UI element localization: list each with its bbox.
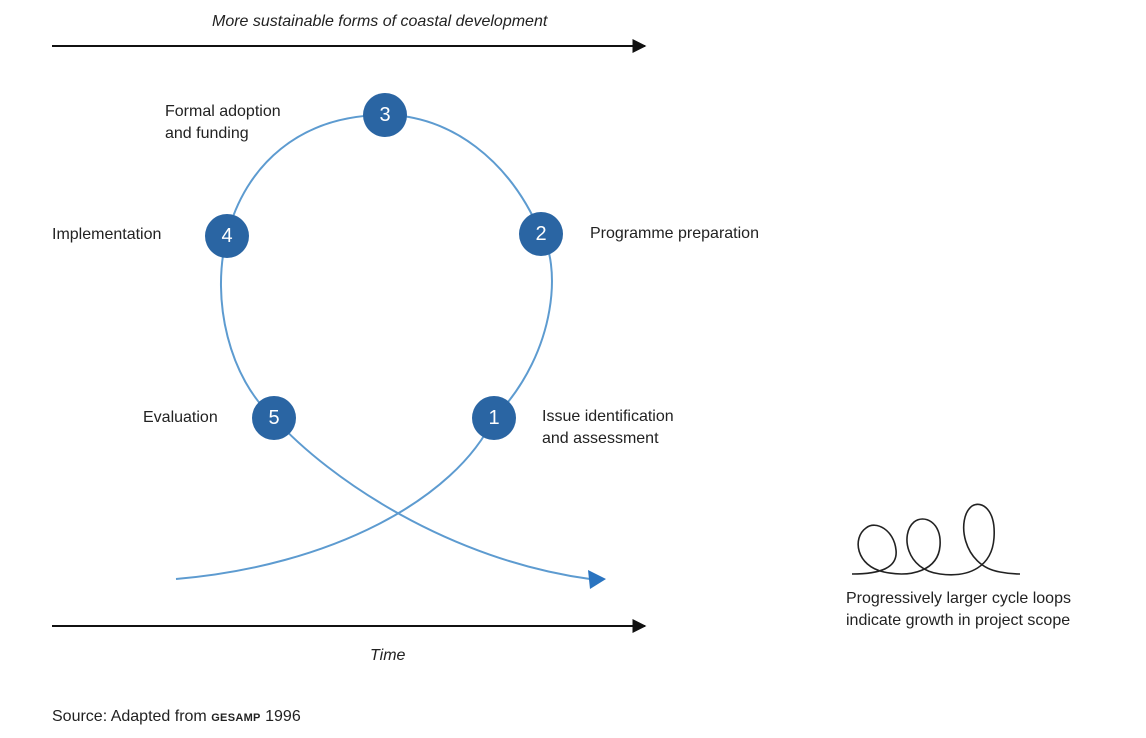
step-number-1: 1 — [488, 407, 499, 429]
time-axis-label: Time — [370, 647, 406, 664]
legend-text: Progressively larger cycle loops indicat… — [846, 590, 1071, 629]
step-number-3: 3 — [379, 104, 390, 126]
source-prefix: Source: Adapted from — [52, 708, 212, 725]
step-node-4: 4 — [205, 214, 249, 258]
source-org: GESAMP — [211, 708, 261, 725]
legend-loops-icon — [851, 503, 1021, 576]
step-node-5: 5 — [252, 396, 296, 440]
source-note: Source: Adapted from GESAMP 1996 — [52, 706, 301, 728]
step-number-2: 2 — [535, 223, 546, 245]
source-year: 1996 — [260, 708, 301, 725]
cycle-arrowhead — [588, 570, 606, 589]
step-node-1: 1 — [472, 396, 516, 440]
step-label-3: Formal adoption and funding — [165, 103, 281, 142]
step-number-5: 5 — [268, 407, 279, 429]
step-label-1: Issue identification and assessment — [542, 408, 674, 447]
step-label-5: Evaluation — [143, 409, 218, 426]
top-axis-label: More sustainable forms of coastal develo… — [212, 13, 548, 30]
step-node-3: 3 — [363, 93, 407, 137]
step-node-2: 2 — [519, 212, 563, 256]
step-label-4: Implementation — [52, 226, 162, 243]
cycle-loop — [175, 113, 591, 580]
step-label-2: Programme preparation — [590, 225, 759, 242]
step-number-4: 4 — [221, 225, 232, 247]
